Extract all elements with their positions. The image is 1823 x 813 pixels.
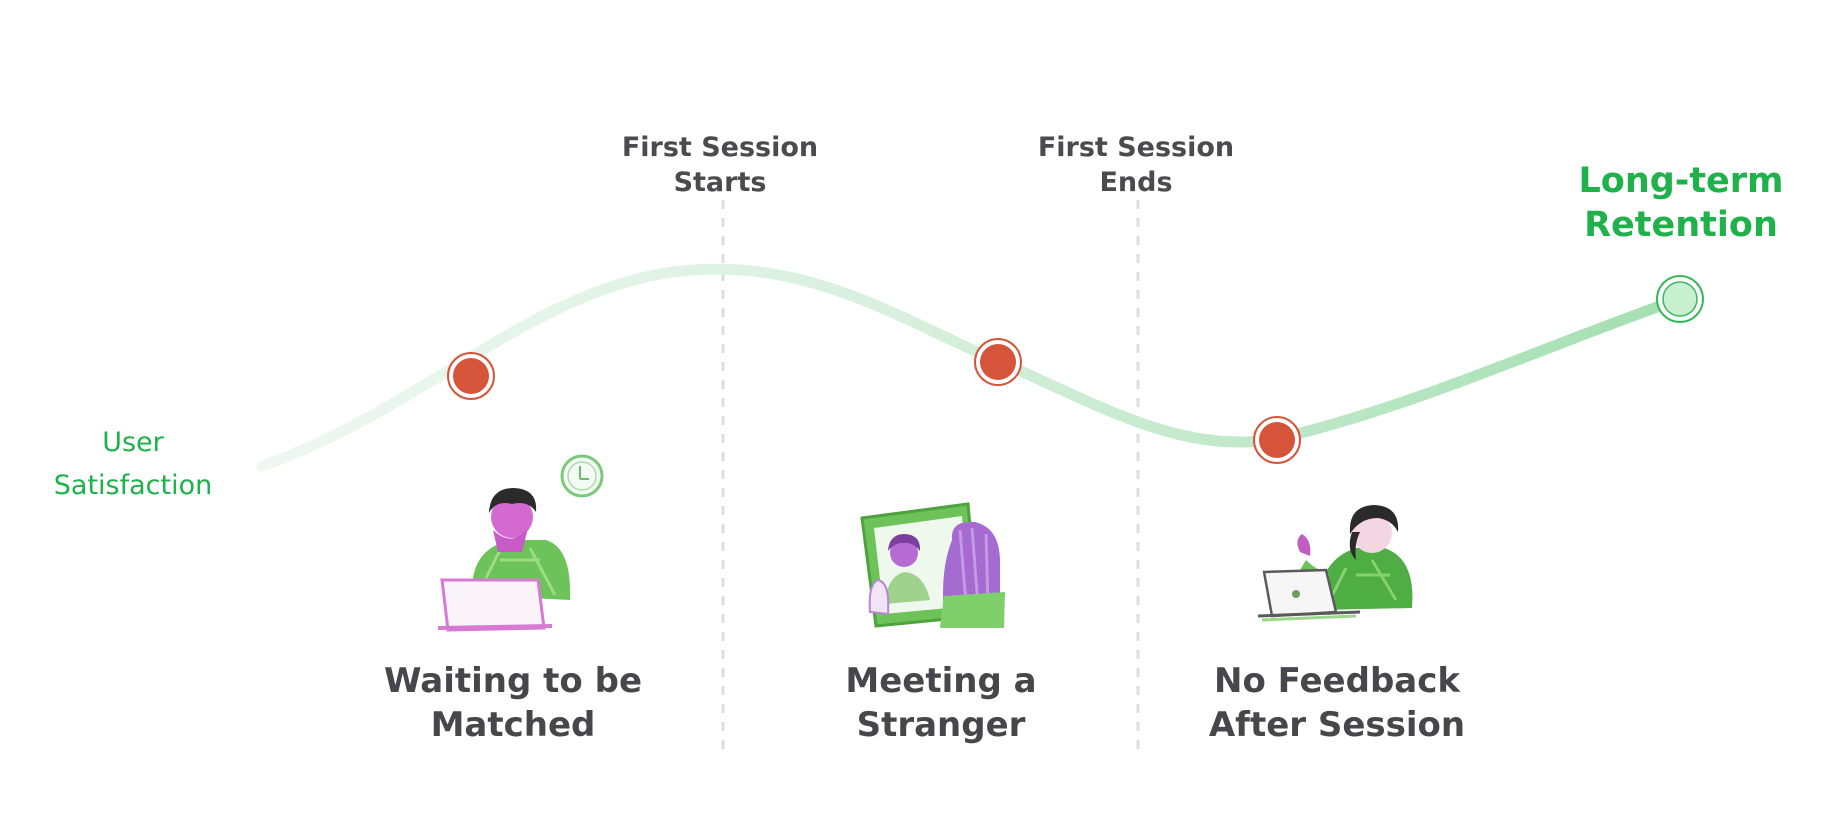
pain-point-marker-meeting bbox=[974, 338, 1022, 386]
stage-label-waiting: Waiting to be Matched bbox=[383, 661, 643, 745]
pain-point-marker-feedback bbox=[1253, 416, 1301, 464]
video-call-icon bbox=[860, 502, 1005, 628]
pain-point-marker-waiting bbox=[447, 352, 495, 400]
waiting-person-with-clock-icon bbox=[437, 454, 604, 632]
milestone-session-start: First Session Starts bbox=[621, 132, 819, 198]
stage-label-feedback: No Feedback After Session bbox=[1208, 661, 1466, 745]
y-axis-label: User Satisfaction bbox=[53, 427, 213, 501]
milestone-session-end: First Session Ends bbox=[1037, 132, 1235, 198]
stage-label-meeting: Meeting a Stranger bbox=[845, 661, 1037, 745]
confused-person-laptop-icon bbox=[1257, 505, 1413, 622]
goal-point-marker bbox=[1656, 275, 1704, 323]
goal-label: Long-term Retention bbox=[1578, 161, 1784, 245]
